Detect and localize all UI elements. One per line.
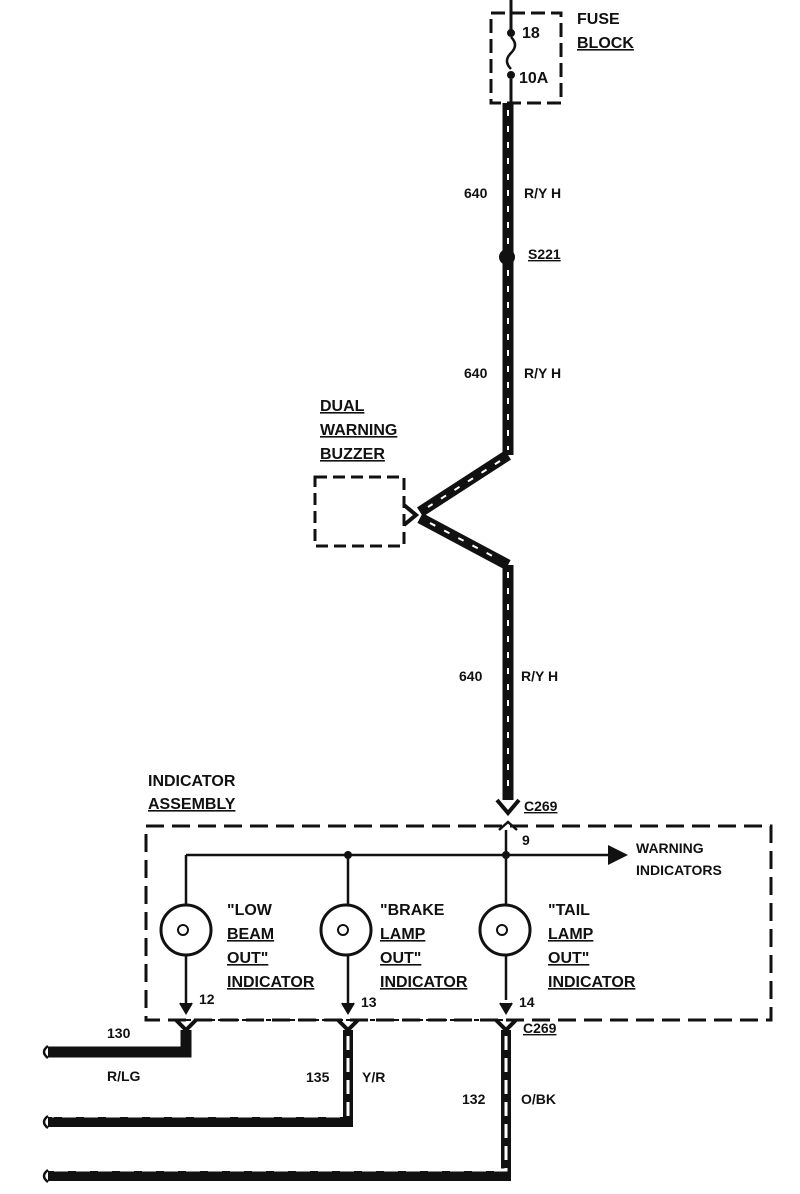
fuse-block-title-1: FUSE <box>577 11 620 28</box>
lamp-low-beam-pin: 12 <box>199 991 215 1007</box>
fuse-rating: 10A <box>519 70 549 87</box>
lamp-brake-icon <box>319 903 373 957</box>
fuse-block: 18 10A FUSE BLOCK <box>489 0 634 105</box>
wire-135: 135 Y/R <box>42 1030 385 1129</box>
wire-640: 640 R/Y H 640 R/Y H 640 R/Y H <box>417 103 561 800</box>
connector-c269-top-pin: 9 <box>522 832 530 848</box>
indicator-assembly: INDICATOR ASSEMBLY WARNING INDICATORS "L… <box>144 773 773 1022</box>
lamp-brake-label-1: "BRAKE <box>380 902 445 919</box>
lamp-tail-pin: 14 <box>519 994 535 1010</box>
warning-indicators-label-1: WARNING <box>636 840 704 856</box>
buzzer-label-2: WARNING <box>320 422 397 439</box>
lamp-tail-label-1: "TAIL <box>548 902 590 919</box>
buzzer-label-3: BUZZER <box>320 446 385 463</box>
wire-640-color-mid: R/Y H <box>524 365 561 381</box>
bus-junction-2 <box>502 851 510 859</box>
indicator-assembly-label-1: INDICATOR <box>148 773 236 790</box>
lamp-tail-label-2: LAMP <box>548 926 594 943</box>
wire-135-color: Y/R <box>362 1069 385 1085</box>
wire-640-circuit-low: 640 <box>459 668 483 684</box>
fuse-terminal-top <box>507 29 515 37</box>
connector-c269-top-symbol <box>495 798 521 817</box>
wire-640-to-buzzer-a <box>417 450 511 517</box>
lamp-low-beam-icon <box>159 903 213 957</box>
wire-640-circuit-top: 640 <box>464 185 488 201</box>
lamp-brake-label-3: OUT" <box>380 950 421 967</box>
lamp-low-beam-label-4: INDICATOR <box>227 974 315 991</box>
lamp-tail-icon <box>478 903 532 957</box>
fuse-number: 18 <box>522 25 540 42</box>
splice-s221 <box>499 249 515 265</box>
buzzer-label-1: DUAL <box>320 398 365 415</box>
wire-640-color-low: R/Y H <box>521 668 558 684</box>
lamp-low-beam-label-3: OUT" <box>227 950 268 967</box>
wire-640-circuit-mid: 640 <box>464 365 488 381</box>
wire-640-color-top: R/Y H <box>524 185 561 201</box>
connector-c269-bottom-label: C269 <box>523 1020 557 1036</box>
wire-132-circuit: 132 <box>462 1091 486 1107</box>
wire-130: 130 R/LG <box>42 1025 192 1084</box>
warning-indicators-arrow-icon <box>608 845 628 865</box>
buzzer-outline <box>313 475 406 548</box>
wire-130-circuit: 130 <box>107 1025 131 1041</box>
wire-132: 132 O/BK <box>42 1030 556 1183</box>
indicator-assembly-label-2: ASSEMBLY <box>148 796 236 813</box>
wire-135-circuit: 135 <box>306 1069 330 1085</box>
lamp-tail-label-4: INDICATOR <box>548 974 636 991</box>
buzzer-terminal-icon <box>402 503 420 527</box>
wire-132-break-icon <box>42 1169 49 1183</box>
lamp-low-beam-label-2: BEAM <box>227 926 274 943</box>
dual-warning-buzzer: DUAL WARNING BUZZER <box>313 398 420 548</box>
lamp-low-beam-label-1: "LOW <box>227 902 273 919</box>
wire-132-color: O/BK <box>521 1091 556 1107</box>
wire-135-break-icon <box>42 1115 49 1129</box>
fuse-block-title-2: BLOCK <box>577 35 634 52</box>
lamp-brake-pin: 13 <box>361 994 377 1010</box>
lamp-brake-label-2: LAMP <box>380 926 426 943</box>
fuse-icon <box>505 36 517 70</box>
warning-indicators-label-2: INDICATORS <box>636 862 722 878</box>
connector-c269-top-label: C269 <box>524 798 558 814</box>
lamp-tail-label-3: OUT" <box>548 950 589 967</box>
lamp-brake-label-4: INDICATOR <box>380 974 468 991</box>
wire-130-break-icon <box>42 1045 49 1059</box>
fuse-terminal-bottom <box>507 71 515 79</box>
splice-label: S221 <box>528 246 561 262</box>
wire-130-color: R/LG <box>107 1068 141 1084</box>
connector-c269-bottom: C269 <box>174 1018 557 1036</box>
